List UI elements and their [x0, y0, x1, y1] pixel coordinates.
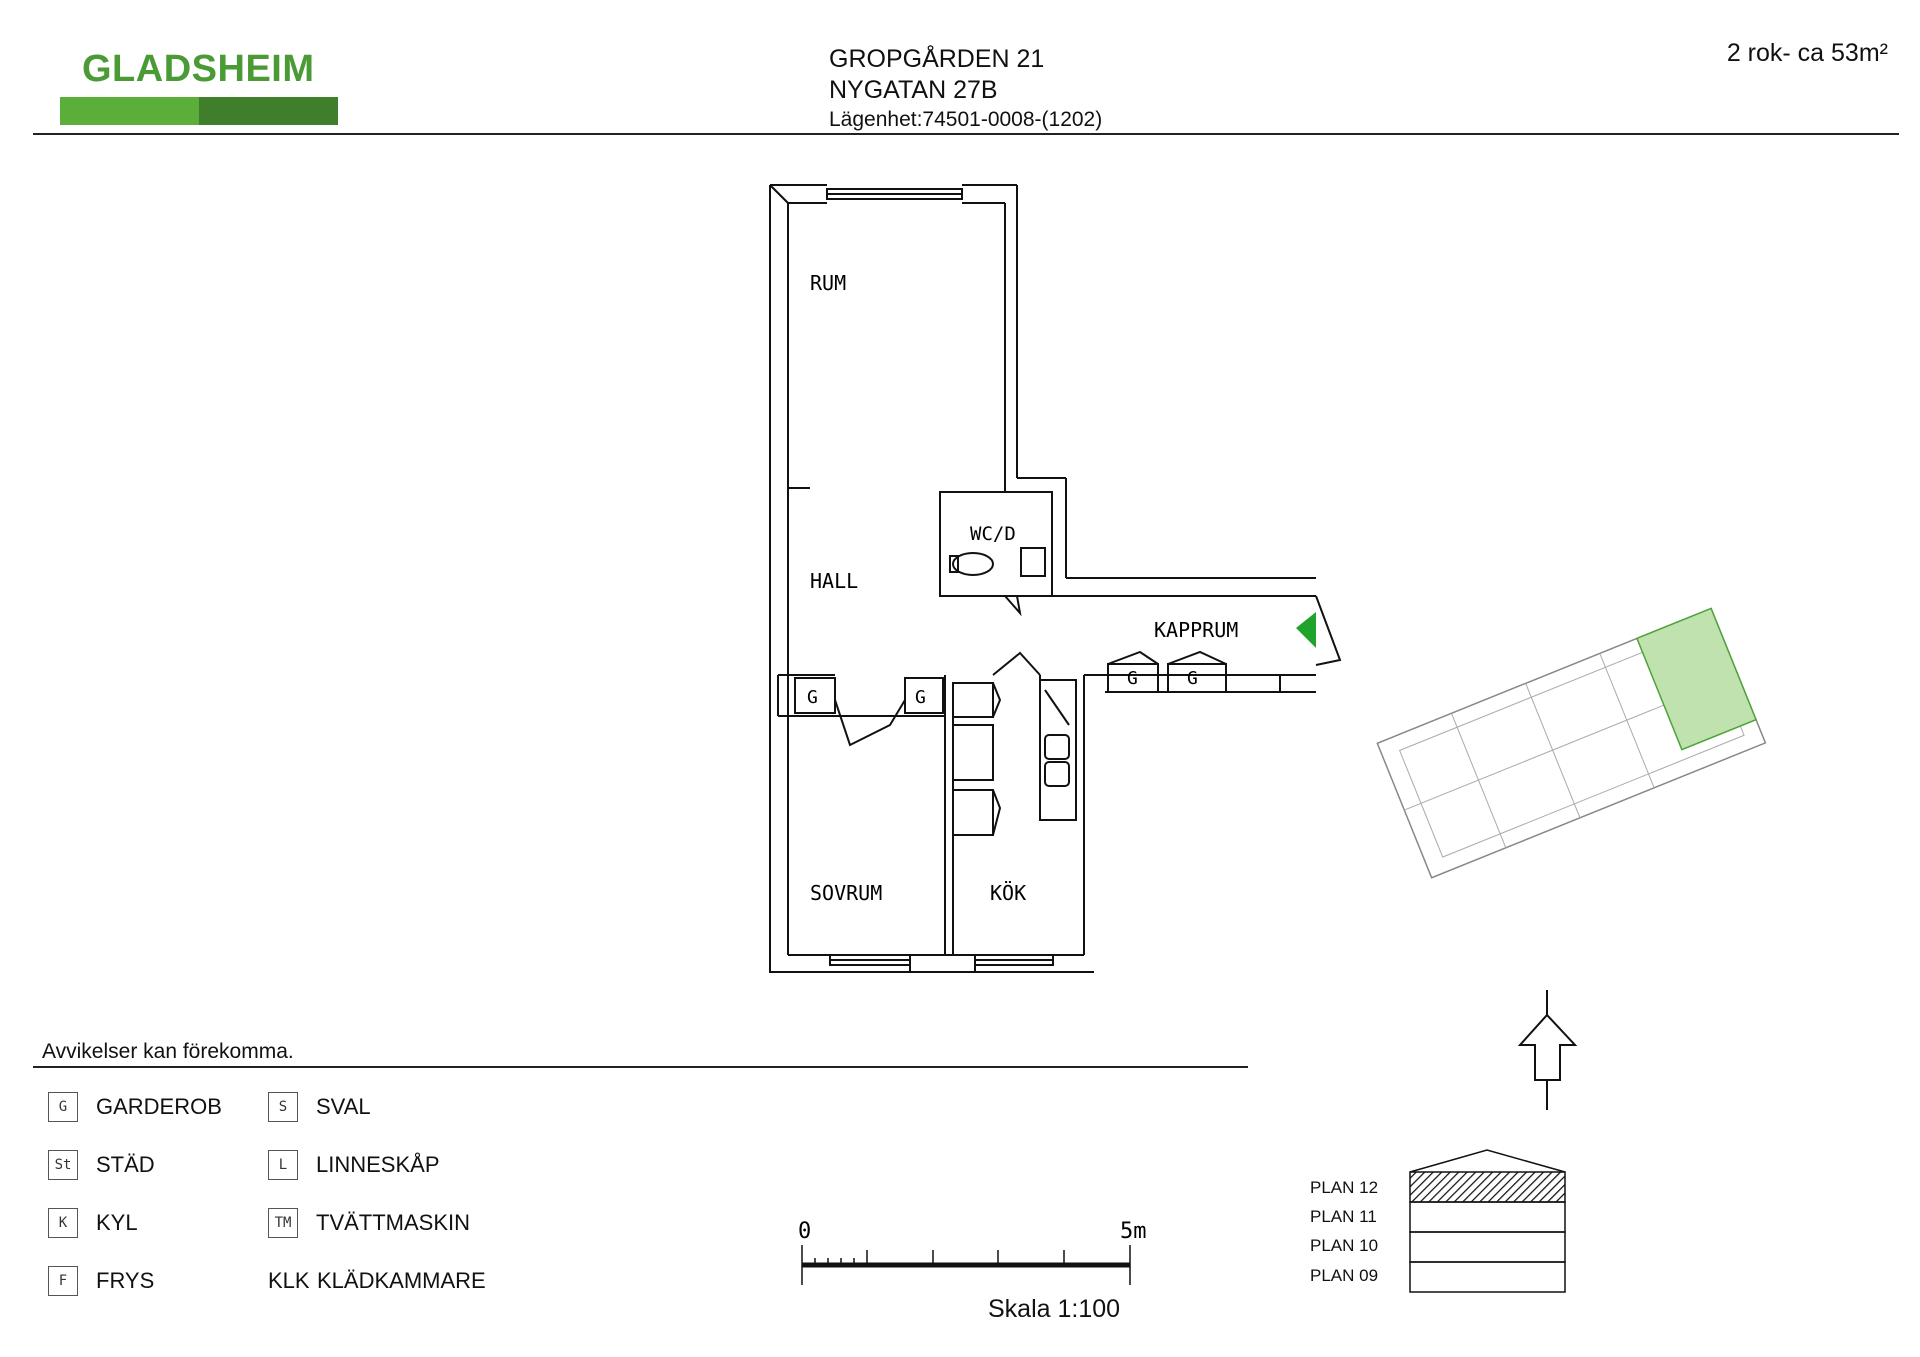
- legend-code-kyl: K: [48, 1208, 78, 1238]
- street-address: NYGATAN 27B: [829, 76, 998, 104]
- legend-code-sval: S: [268, 1092, 298, 1122]
- closet-mark-corridor-1: G: [1127, 668, 1138, 689]
- legend-label-garderob: GARDEROB: [96, 1094, 222, 1119]
- room-label-hall: HALL: [810, 569, 858, 593]
- scale-bar: 0 5m: [798, 1219, 1147, 1285]
- apartment-size: 2 rok- ca 53m²: [1726, 39, 1888, 67]
- floor-label-10: PLAN 10: [1310, 1236, 1379, 1255]
- apartment-id: Lägenhet:74501-0008-(1202): [829, 108, 1103, 131]
- scale-start: 0: [798, 1219, 811, 1244]
- header-divider: [33, 133, 1899, 135]
- property-name: GROPGÅRDEN 21: [829, 45, 1045, 73]
- legend-label-stad: STÄD: [96, 1152, 155, 1177]
- floor-stack: [1409, 1149, 1566, 1293]
- key-plan: [1376, 607, 1767, 879]
- legend-code-kladkammare: KLK: [268, 1268, 310, 1293]
- floor-selected-marker: [1409, 1171, 1566, 1203]
- legend-code-stad: St: [48, 1150, 78, 1180]
- scale-caption: Skala 1:100: [988, 1295, 1121, 1323]
- room-label-kapprum: KAPPRUM: [1154, 618, 1238, 642]
- legend-code-linneskap: L: [268, 1150, 298, 1180]
- legend-label-frys: FRYS: [96, 1268, 155, 1293]
- legend-code-tvattmaskin: TM: [268, 1208, 298, 1238]
- room-label-wc: WC/D: [970, 523, 1016, 545]
- legend-code-garderob: G: [48, 1092, 78, 1122]
- floor-label-12: PLAN 12: [1310, 1178, 1379, 1197]
- floor-label-09: PLAN 09: [1310, 1266, 1379, 1285]
- room-label-sovrum: SOVRUM: [810, 881, 882, 905]
- legend-label-tvattmaskin: TVÄTTMASKIN: [316, 1210, 471, 1235]
- legend-label-linneskap: LINNESKÅP: [316, 1152, 440, 1177]
- closet-mark-hall-1: G: [807, 687, 818, 708]
- closet-mark-hall-2: G: [915, 687, 926, 708]
- legend-label-sval: SVAL: [316, 1094, 371, 1119]
- scale-end: 5m: [1120, 1219, 1147, 1244]
- floor-label-11: PLAN 11: [1310, 1207, 1377, 1226]
- room-label-kok: KÖK: [990, 881, 1026, 905]
- legend-label-kyl: KYL: [96, 1210, 138, 1235]
- brand-logo: GLADSHEIM: [82, 48, 315, 90]
- deviation-note: Avvikelser kan förekomma.: [42, 1040, 294, 1063]
- legend-code-frys: F: [48, 1266, 78, 1296]
- legend-divider: [33, 1066, 1248, 1068]
- legend-label-kladkammare: KLÄDKAMMARE: [317, 1268, 486, 1293]
- closet-mark-corridor-2: G: [1187, 668, 1198, 689]
- brand-logo-bar: [60, 97, 338, 125]
- room-label-rum: RUM: [810, 271, 846, 295]
- north-arrow-icon: [1517, 990, 1578, 1110]
